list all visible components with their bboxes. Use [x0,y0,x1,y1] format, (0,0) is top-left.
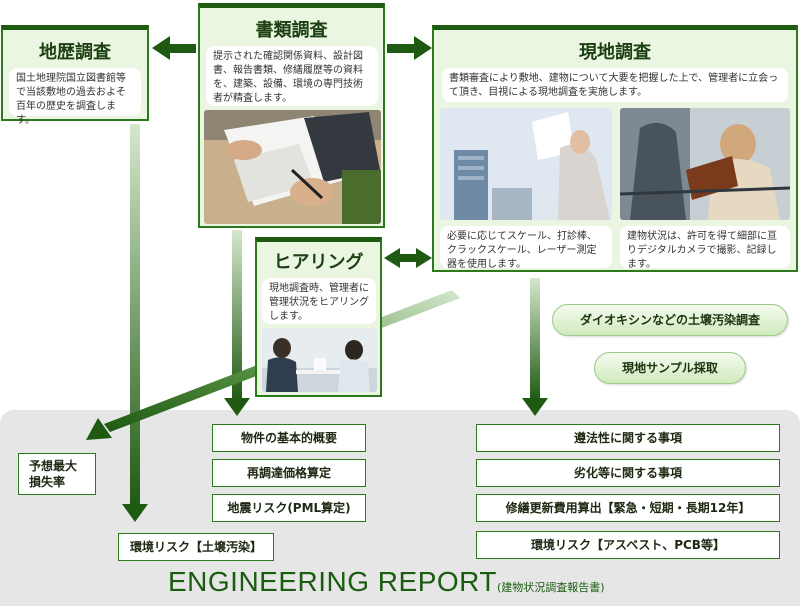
report-item-env-soil: 環境リスク【土壌汚染】 [118,533,274,561]
report-item-deterioration: 劣化等に関する事項 [476,459,780,487]
arrow-shorui-to-chireki [152,36,196,60]
site-building-photo [440,108,612,220]
report-item-replacement-cost: 再調達価格算定 [212,459,366,487]
genchi-title: 現地調査 [579,42,651,63]
hearing-photo [262,328,377,392]
genchi-box: 現地調査 書類審査により敷地、建物について大要を把握した上で、管理者に立会って頂… [432,25,798,272]
shorui-box: 書類調査 提示された確認関係資料、設計図書、報告書類、修繕履歴等の資料を、建築、… [198,3,385,228]
genchi-caption-right: 建物状況は、許可を得て細部に亘りデジタルカメラで撮影、記録します。 [620,226,790,270]
report-item-overview: 物件の基本的概要 [212,424,366,452]
report-title-main: ENGINEERING REPORT [168,566,497,597]
chireki-title: 地歴調査 [39,42,111,63]
report-item-env-asbestos: 環境リスク【アスベスト、PCB等】 [476,531,780,559]
arrow-shorui-down [224,230,250,416]
report-item-seismic-risk: 地震リスク(PML算定) [212,494,366,522]
arrow-hearing-genchi [384,248,432,268]
site-inspection-photo [620,108,790,220]
report-item-compliance: 遵法性に関する事項 [476,424,780,452]
genchi-text: 書類審査により敷地、建物について大要を把握した上で、管理者に立会って頂き、目視に… [442,68,788,102]
arrow-chireki-down [122,124,148,522]
chireki-text: 国土地理院国立図書館等で当該敷地の過去およそ百年の歴史を調査します。 [9,68,141,126]
shorui-text: 提示された確認関係資料、設計図書、報告書類、修繕履歴等の資料を、建築、設備、環境… [206,46,378,106]
genchi-caption-left: 必要に応じてスケール、打診棒、クラックスケール、レーザー測定器を使用します。 [440,226,612,270]
hearing-text: 現地調査時、管理者に管理状況をヒアリングします。 [262,278,376,324]
report-title-sub: (建物状況調査報告書) [496,581,605,594]
shorui-title: 書類調査 [255,20,328,41]
report-item-repair-cost: 修繕更新費用算出【緊急・短期・長期12年】 [476,494,780,522]
hearing-title: ヒアリング [273,252,364,273]
loss-rate-box: 予想最大 損失率 [18,453,96,495]
arrow-genchi-down [522,278,548,416]
chireki-box: 地歴調査 国土地理院国立図書館等で当該敷地の過去およそ百年の歴史を調査します。 [1,25,149,126]
sample-collection-tag: 現地サンプル採取 [594,352,746,384]
soil-survey-tag: ダイオキシンなどの土壌汚染調査 [552,304,788,336]
arrow-shorui-to-genchi [387,36,432,60]
hearing-box: ヒアリング 現地調査時、管理者に管理状況をヒアリングします。 [255,237,382,397]
report-title: ENGINEERING REPORT(建物状況調査報告書) [168,566,688,602]
document-review-photo [204,110,381,224]
